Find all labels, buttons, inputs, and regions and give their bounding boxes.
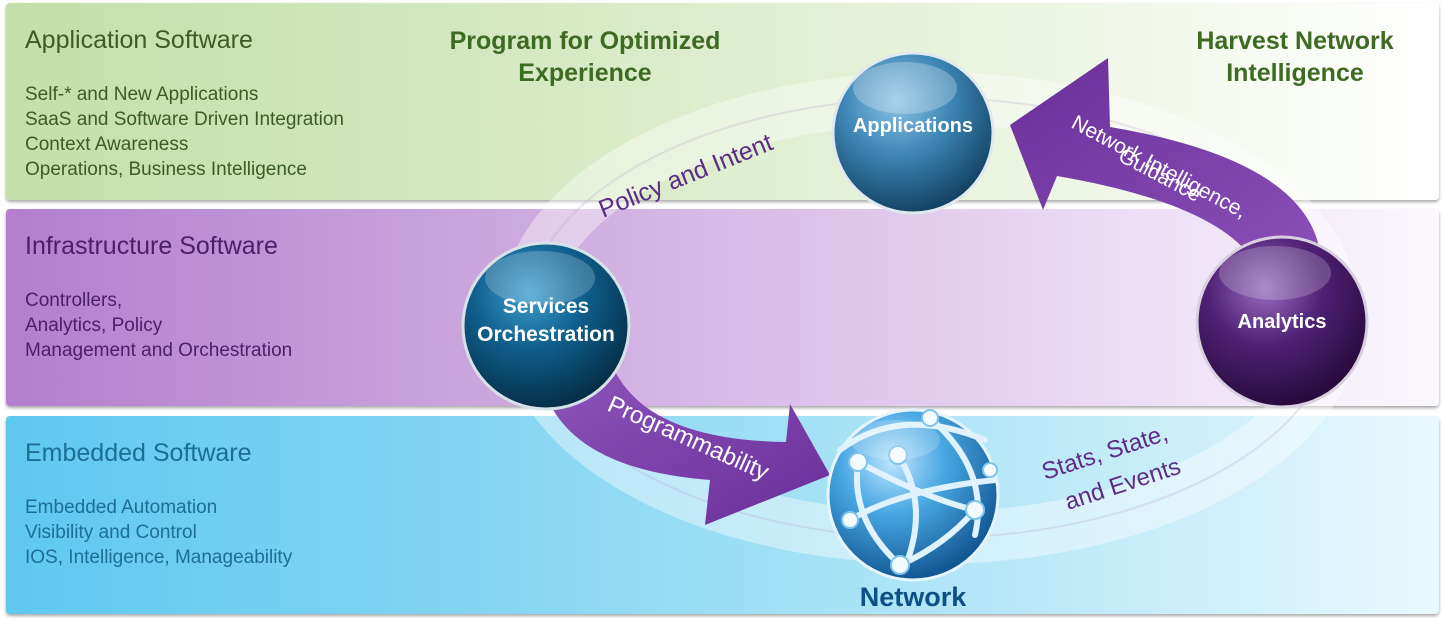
program-heading-line-2: Experience xyxy=(518,59,652,87)
list-item: Visibility and Control xyxy=(25,522,197,543)
list-item: IOS, Intelligence, Manageability xyxy=(25,547,293,568)
list-item: Controllers, xyxy=(25,290,123,311)
list-item: Self-* and New Applications xyxy=(25,84,259,105)
harvest-heading-line-1: Harvest Network xyxy=(1196,27,1394,55)
services-label-line-1: Services xyxy=(503,295,589,318)
analytics-node: Analytics xyxy=(1195,235,1369,409)
network-globe-icon xyxy=(826,408,1000,582)
analytics-label: Analytics xyxy=(1238,311,1327,333)
network-label: Network xyxy=(860,582,968,612)
infrastructure-software-list: Controllers, Analytics, Policy Managemen… xyxy=(25,288,292,363)
infrastructure-software-title: Infrastructure Software xyxy=(25,232,278,260)
program-heading: Program for Optimized Experience xyxy=(400,25,770,89)
applications-label: Applications xyxy=(853,115,973,137)
services-orchestration-node: Services Orchestration xyxy=(461,241,631,411)
application-software-list: Self-* and New Applications SaaS and Sof… xyxy=(25,82,344,182)
services-label-line-2: Orchestration xyxy=(477,323,615,346)
list-item: Embedded Automation xyxy=(25,497,218,518)
intelligence-arrow xyxy=(1010,58,1320,268)
list-item: Analytics, Policy xyxy=(25,315,163,336)
program-heading-line-1: Program for Optimized xyxy=(449,27,721,55)
harvest-heading-line-2: Intelligence xyxy=(1226,59,1364,87)
list-item: SaaS and Software Driven Integration xyxy=(25,109,344,130)
embedded-software-list: Embedded Automation Visibility and Contr… xyxy=(25,495,292,570)
application-software-title: Application Software xyxy=(25,26,253,54)
list-item: Context Awareness xyxy=(25,134,189,155)
application-software-band: Application Software Self-* and New Appl… xyxy=(6,3,1439,200)
harvest-heading: Harvest Network Intelligence xyxy=(1140,25,1445,89)
programmability-arrow xyxy=(548,360,830,525)
list-item: Management and Orchestration xyxy=(25,340,293,361)
list-item: Operations, Business Intelligence xyxy=(25,159,307,180)
applications-node: Applications xyxy=(831,51,995,215)
embedded-software-title: Embedded Software xyxy=(25,439,252,467)
